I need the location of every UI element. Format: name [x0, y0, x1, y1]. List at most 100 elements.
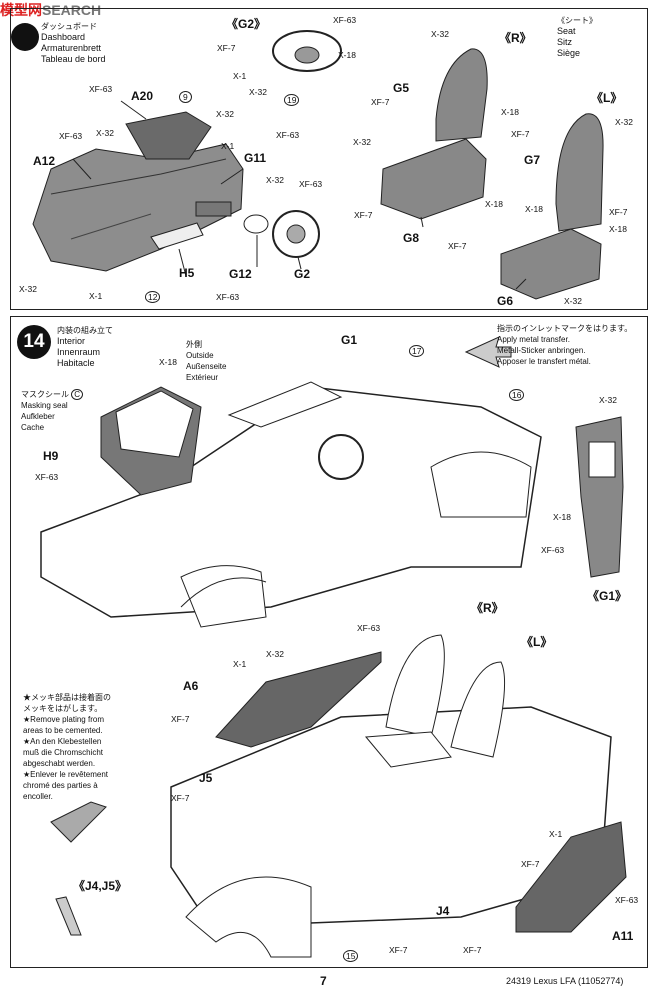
- ref-16: 16: [509, 389, 525, 401]
- part-a11: A11: [612, 929, 634, 943]
- paint-x18-g2view: X-18: [338, 50, 356, 60]
- paint-x1-g2view: X-1: [233, 71, 247, 81]
- view-j4j5-label: 《J4,J5》: [73, 879, 128, 893]
- step-title-en: Interior: [57, 336, 86, 346]
- plating-line-9: chromé des parties à: [23, 781, 98, 790]
- ref-9: 9: [179, 91, 192, 103]
- ref-17: 17: [409, 345, 425, 357]
- part-g1: G1: [341, 333, 358, 347]
- paint-xf63-g11: XF-63: [276, 130, 300, 140]
- part-g5: G5: [393, 81, 410, 95]
- paint-x1-a11: X-1: [549, 829, 563, 839]
- paint-xf7-l: XF-7: [511, 129, 530, 139]
- paint-xf7-r: XF-7: [371, 97, 390, 107]
- dashboard-title: ダッシュボード Dashboard Armaturenbrett Tableau…: [41, 21, 106, 65]
- plating-line-10: encoller.: [23, 792, 53, 801]
- step-title-de: Innenraum: [57, 347, 101, 357]
- paint-x32-g2: X-32: [266, 175, 284, 185]
- paint-xf63-g2: XF-63: [299, 179, 323, 189]
- paint-x32-g6: X-32: [564, 296, 582, 306]
- paint-x18-g1: X-18: [553, 512, 571, 522]
- part-a6: A6: [183, 679, 199, 693]
- paint-xf63-g1: XF-63: [541, 545, 565, 555]
- metal-fr: Apposer le transfert métal.: [497, 357, 591, 366]
- paint-xf63-a6: XF-63: [357, 623, 381, 633]
- part-g7: G7: [524, 153, 541, 167]
- ref-15: 15: [343, 950, 359, 962]
- paint-x32-g1: X-32: [599, 395, 617, 405]
- plating-line-5: ★An den Klebestellen: [23, 737, 102, 746]
- view-r-bottom: 《R》: [471, 601, 504, 615]
- interior-drawing: [40, 336, 627, 958]
- paint-xf7-j4b: XF-7: [463, 945, 482, 955]
- plating-line-6: muß die Chromschicht: [23, 748, 104, 757]
- part-g11: G11: [244, 151, 267, 165]
- paint-x1-dash: X-1: [89, 291, 103, 301]
- plating-line-8: ★Enlever le revêtement: [23, 770, 108, 779]
- plating-line-7: abgeschabt werden.: [23, 759, 96, 768]
- paint-xf63-g2view: XF-63: [333, 15, 357, 25]
- paint-xf63-a12: XF-63: [59, 131, 83, 141]
- paint-xf7-j4a: XF-7: [389, 945, 408, 955]
- view-g1-label: 《G1》: [587, 589, 628, 603]
- step-title-fr: Habitacle: [57, 358, 95, 368]
- paint-x18-g8: X-18: [485, 199, 503, 209]
- part-g6: G6: [497, 294, 514, 308]
- paint-x1-g11: X-1: [221, 141, 235, 151]
- seat-title-en: Seat: [557, 26, 576, 36]
- masking-note: マスクシール C Masking seal Aufkleber Cache: [21, 389, 84, 433]
- step-title: 内装の組み立て Interior Innenraum Habitacle: [57, 325, 113, 369]
- page-number: 7: [320, 974, 327, 988]
- paint-x32-r: X-32: [431, 29, 449, 39]
- paint-x32-a6: X-32: [266, 649, 284, 659]
- paint-xf63-a11: XF-63: [615, 895, 639, 905]
- dashboard-seat-panel: ダッシュボード Dashboard Armaturenbrett Tableau…: [10, 8, 648, 310]
- seat-title-fr: Siège: [557, 48, 581, 58]
- masking-en: Masking seal: [21, 401, 68, 410]
- part-g8: G8: [403, 231, 420, 245]
- seat-title-jp: 《シート》: [557, 16, 597, 25]
- view-l-label: 《L》: [591, 91, 623, 105]
- part-a12: A12: [33, 154, 56, 168]
- paint-xf7-g6: XF-7: [448, 241, 467, 251]
- paint-x32-a12: X-32: [96, 128, 114, 138]
- part-g2: G2: [294, 267, 311, 281]
- paint-x18-l: X-18: [525, 204, 543, 214]
- dashboard-title-jp: ダッシュボード: [41, 22, 97, 31]
- plating-line-2: メッキをはがします。: [23, 704, 103, 713]
- paint-xf63-g12: XF-63: [216, 292, 240, 302]
- ref-19: 19: [284, 94, 300, 106]
- seat-title-de: Sitz: [557, 37, 573, 47]
- paint-xf7-j5: XF-7: [171, 793, 190, 803]
- step-title-jp: 内装の組み立て: [57, 326, 113, 335]
- outside-jp: 外側: [186, 340, 202, 349]
- paint-x32-a20: X-32: [216, 109, 234, 119]
- paint-x32-g2view: X-32: [249, 87, 267, 97]
- paint-x1-a6: X-1: [233, 659, 247, 669]
- dashboard-title-en: Dashboard: [41, 32, 86, 42]
- outside-de: Außenseite: [186, 362, 227, 371]
- seat-title: 《シート》 Seat Sitz Siège: [557, 15, 597, 59]
- part-g12: G12: [229, 267, 252, 281]
- metal-jp: 指示のインレットマークをはります。: [497, 324, 633, 333]
- masking-code: C: [71, 389, 84, 400]
- dashboard-title-fr: Tableau de bord: [41, 54, 106, 64]
- outside-en: Outside: [186, 351, 214, 360]
- paint-x18-r: X-18: [501, 107, 519, 117]
- paint-xf63-a20: XF-63: [89, 84, 113, 94]
- paint-x32-l: X-32: [615, 117, 633, 127]
- masking-jp: マスクシール: [21, 390, 69, 399]
- metal-de: Metall-Sticker anbringen.: [497, 346, 586, 355]
- paint-xf7-l2: XF-7: [609, 207, 628, 217]
- view-g2-label: 《G2》: [226, 17, 267, 31]
- metal-en: Apply metal transfer.: [497, 335, 570, 344]
- watermark-part2: SEARCH: [42, 2, 102, 18]
- step-number: 14: [17, 325, 51, 359]
- part-h9: H9: [43, 449, 59, 463]
- plating-line-4: areas to be cemented.: [23, 726, 103, 735]
- masking-de: Aufkleber: [21, 412, 55, 421]
- plating-note: ★メッキ部品は接着面の メッキをはがします。 ★Remove plating f…: [23, 692, 111, 802]
- view-l-bottom: 《L》: [521, 635, 553, 649]
- part-j4: J4: [436, 904, 450, 918]
- paint-x32-dash: X-32: [19, 284, 37, 294]
